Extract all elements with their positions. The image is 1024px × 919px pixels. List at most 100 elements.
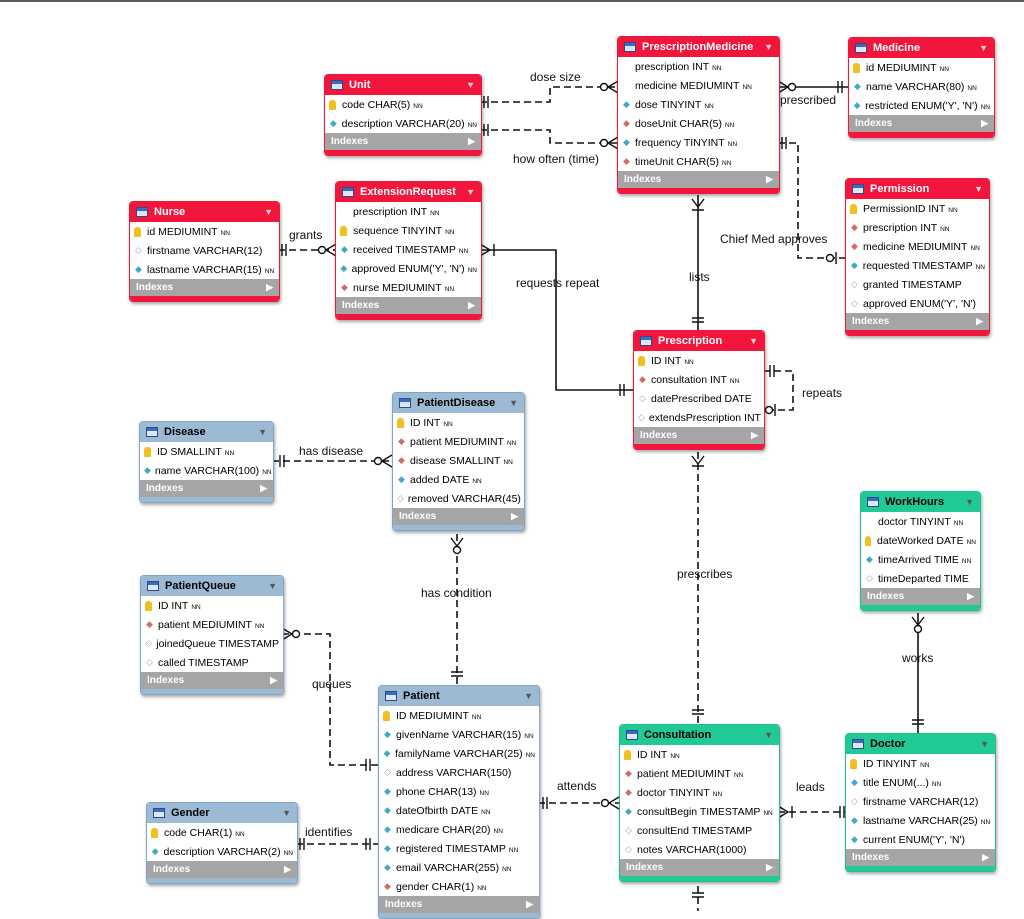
expand-indexes-icon[interactable]: ▶ xyxy=(284,864,291,874)
collapse-toggle-icon[interactable]: ▼ xyxy=(466,187,475,197)
indexes-section[interactable]: Indexes▶ xyxy=(393,508,524,525)
column-row[interactable]: code CHAR(1)NN xyxy=(147,823,297,842)
indexes-section[interactable]: Indexes▶ xyxy=(141,672,283,689)
column-row[interactable]: ◇called TIMESTAMP xyxy=(141,653,283,672)
table-header[interactable]: Nurse▼ xyxy=(130,202,279,222)
table-header[interactable]: Prescription▼ xyxy=(634,331,764,351)
indexes-section[interactable]: Indexes▶ xyxy=(846,313,989,330)
column-row[interactable]: code CHAR(5)NN xyxy=(325,95,481,114)
table-header[interactable]: Patient▼ xyxy=(379,686,539,706)
collapse-toggle-icon[interactable]: ▼ xyxy=(268,581,277,591)
indexes-section[interactable]: Indexes▶ xyxy=(379,896,539,913)
expand-indexes-icon[interactable]: ▶ xyxy=(468,136,475,146)
expand-indexes-icon[interactable]: ▶ xyxy=(270,675,277,685)
column-row[interactable]: ◆timeUnit CHAR(5)NN xyxy=(618,152,779,171)
column-row[interactable]: ◇timeDeparted TIME xyxy=(861,569,980,588)
table-header[interactable]: Consultation▼ xyxy=(620,725,779,745)
expand-indexes-icon[interactable]: ▶ xyxy=(981,118,988,128)
column-row[interactable]: ◆phone CHAR(13)NN xyxy=(379,782,539,801)
column-row[interactable]: ◆restricted ENUM('Y', 'N')NN xyxy=(849,96,994,115)
expand-indexes-icon[interactable]: ▶ xyxy=(751,430,758,440)
column-row[interactable]: ◆email VARCHAR(255)NN xyxy=(379,858,539,877)
indexes-section[interactable]: Indexes▶ xyxy=(846,849,995,866)
table-header[interactable]: Permission▼ xyxy=(846,179,989,199)
column-row[interactable]: ◆description VARCHAR(2)NN xyxy=(147,842,297,861)
table-header[interactable]: Medicine▼ xyxy=(849,38,994,58)
column-row[interactable]: ◇extendsPrescription INT xyxy=(634,408,764,427)
column-row[interactable]: ◆gender CHAR(1)NN xyxy=(379,877,539,896)
column-row[interactable]: ◇address VARCHAR(150) xyxy=(379,763,539,782)
collapse-toggle-icon[interactable]: ▼ xyxy=(979,43,988,53)
expand-indexes-icon[interactable]: ▶ xyxy=(468,300,475,310)
indexes-section[interactable]: Indexes▶ xyxy=(325,133,481,150)
collapse-toggle-icon[interactable]: ▼ xyxy=(974,184,983,194)
indexes-section[interactable]: Indexes▶ xyxy=(849,115,994,132)
column-row[interactable]: ◇approved ENUM('Y', 'N') xyxy=(846,294,989,313)
indexes-section[interactable]: Indexes▶ xyxy=(861,588,980,605)
table-header[interactable]: Disease▼ xyxy=(140,422,273,442)
column-row[interactable]: ◇consultEnd TIMESTAMP xyxy=(620,821,779,840)
indexes-section[interactable]: Indexes▶ xyxy=(336,297,481,314)
expand-indexes-icon[interactable]: ▶ xyxy=(266,282,273,292)
indexes-section[interactable]: Indexes▶ xyxy=(634,427,764,444)
column-row[interactable]: ◇granted TIMESTAMP xyxy=(846,275,989,294)
column-row[interactable]: ◆approved ENUM('Y', 'N')NN xyxy=(336,259,481,278)
column-row[interactable]: ◇firstname VARCHAR(12) xyxy=(846,792,995,811)
column-row[interactable]: ◆lastname VARCHAR(15)NN xyxy=(130,260,279,279)
expand-indexes-icon[interactable]: ▶ xyxy=(526,899,533,909)
column-row[interactable]: ◇datePrescribed DATE xyxy=(634,389,764,408)
expand-indexes-icon[interactable]: ▶ xyxy=(976,316,983,326)
column-row[interactable]: ◆current ENUM('Y', 'N') xyxy=(846,830,995,849)
table-header[interactable]: PatientQueue▼ xyxy=(141,576,283,596)
column-row[interactable]: ◆medicare CHAR(20)NN xyxy=(379,820,539,839)
column-row[interactable]: ◆lastname VARCHAR(25)NN xyxy=(846,811,995,830)
collapse-toggle-icon[interactable]: ▼ xyxy=(282,808,291,818)
table-unit[interactable]: Unit▼code CHAR(5)NN◆description VARCHAR(… xyxy=(324,74,482,156)
indexes-section[interactable]: Indexes▶ xyxy=(618,171,779,188)
column-row[interactable]: ◇removed VARCHAR(45) xyxy=(393,489,524,508)
table-header[interactable]: Doctor▼ xyxy=(846,734,995,754)
column-row[interactable]: ◇joinedQueue TIMESTAMP xyxy=(141,634,283,653)
table-header[interactable]: Gender▼ xyxy=(147,803,297,823)
column-row[interactable]: ◆name VARCHAR(80)NN xyxy=(849,77,994,96)
expand-indexes-icon[interactable]: ▶ xyxy=(766,862,773,872)
table-header[interactable]: WorkHours▼ xyxy=(861,492,980,512)
indexes-section[interactable]: Indexes▶ xyxy=(147,861,297,878)
column-row[interactable]: ◆givenName VARCHAR(15)NN xyxy=(379,725,539,744)
expand-indexes-icon[interactable]: ▶ xyxy=(511,511,518,521)
